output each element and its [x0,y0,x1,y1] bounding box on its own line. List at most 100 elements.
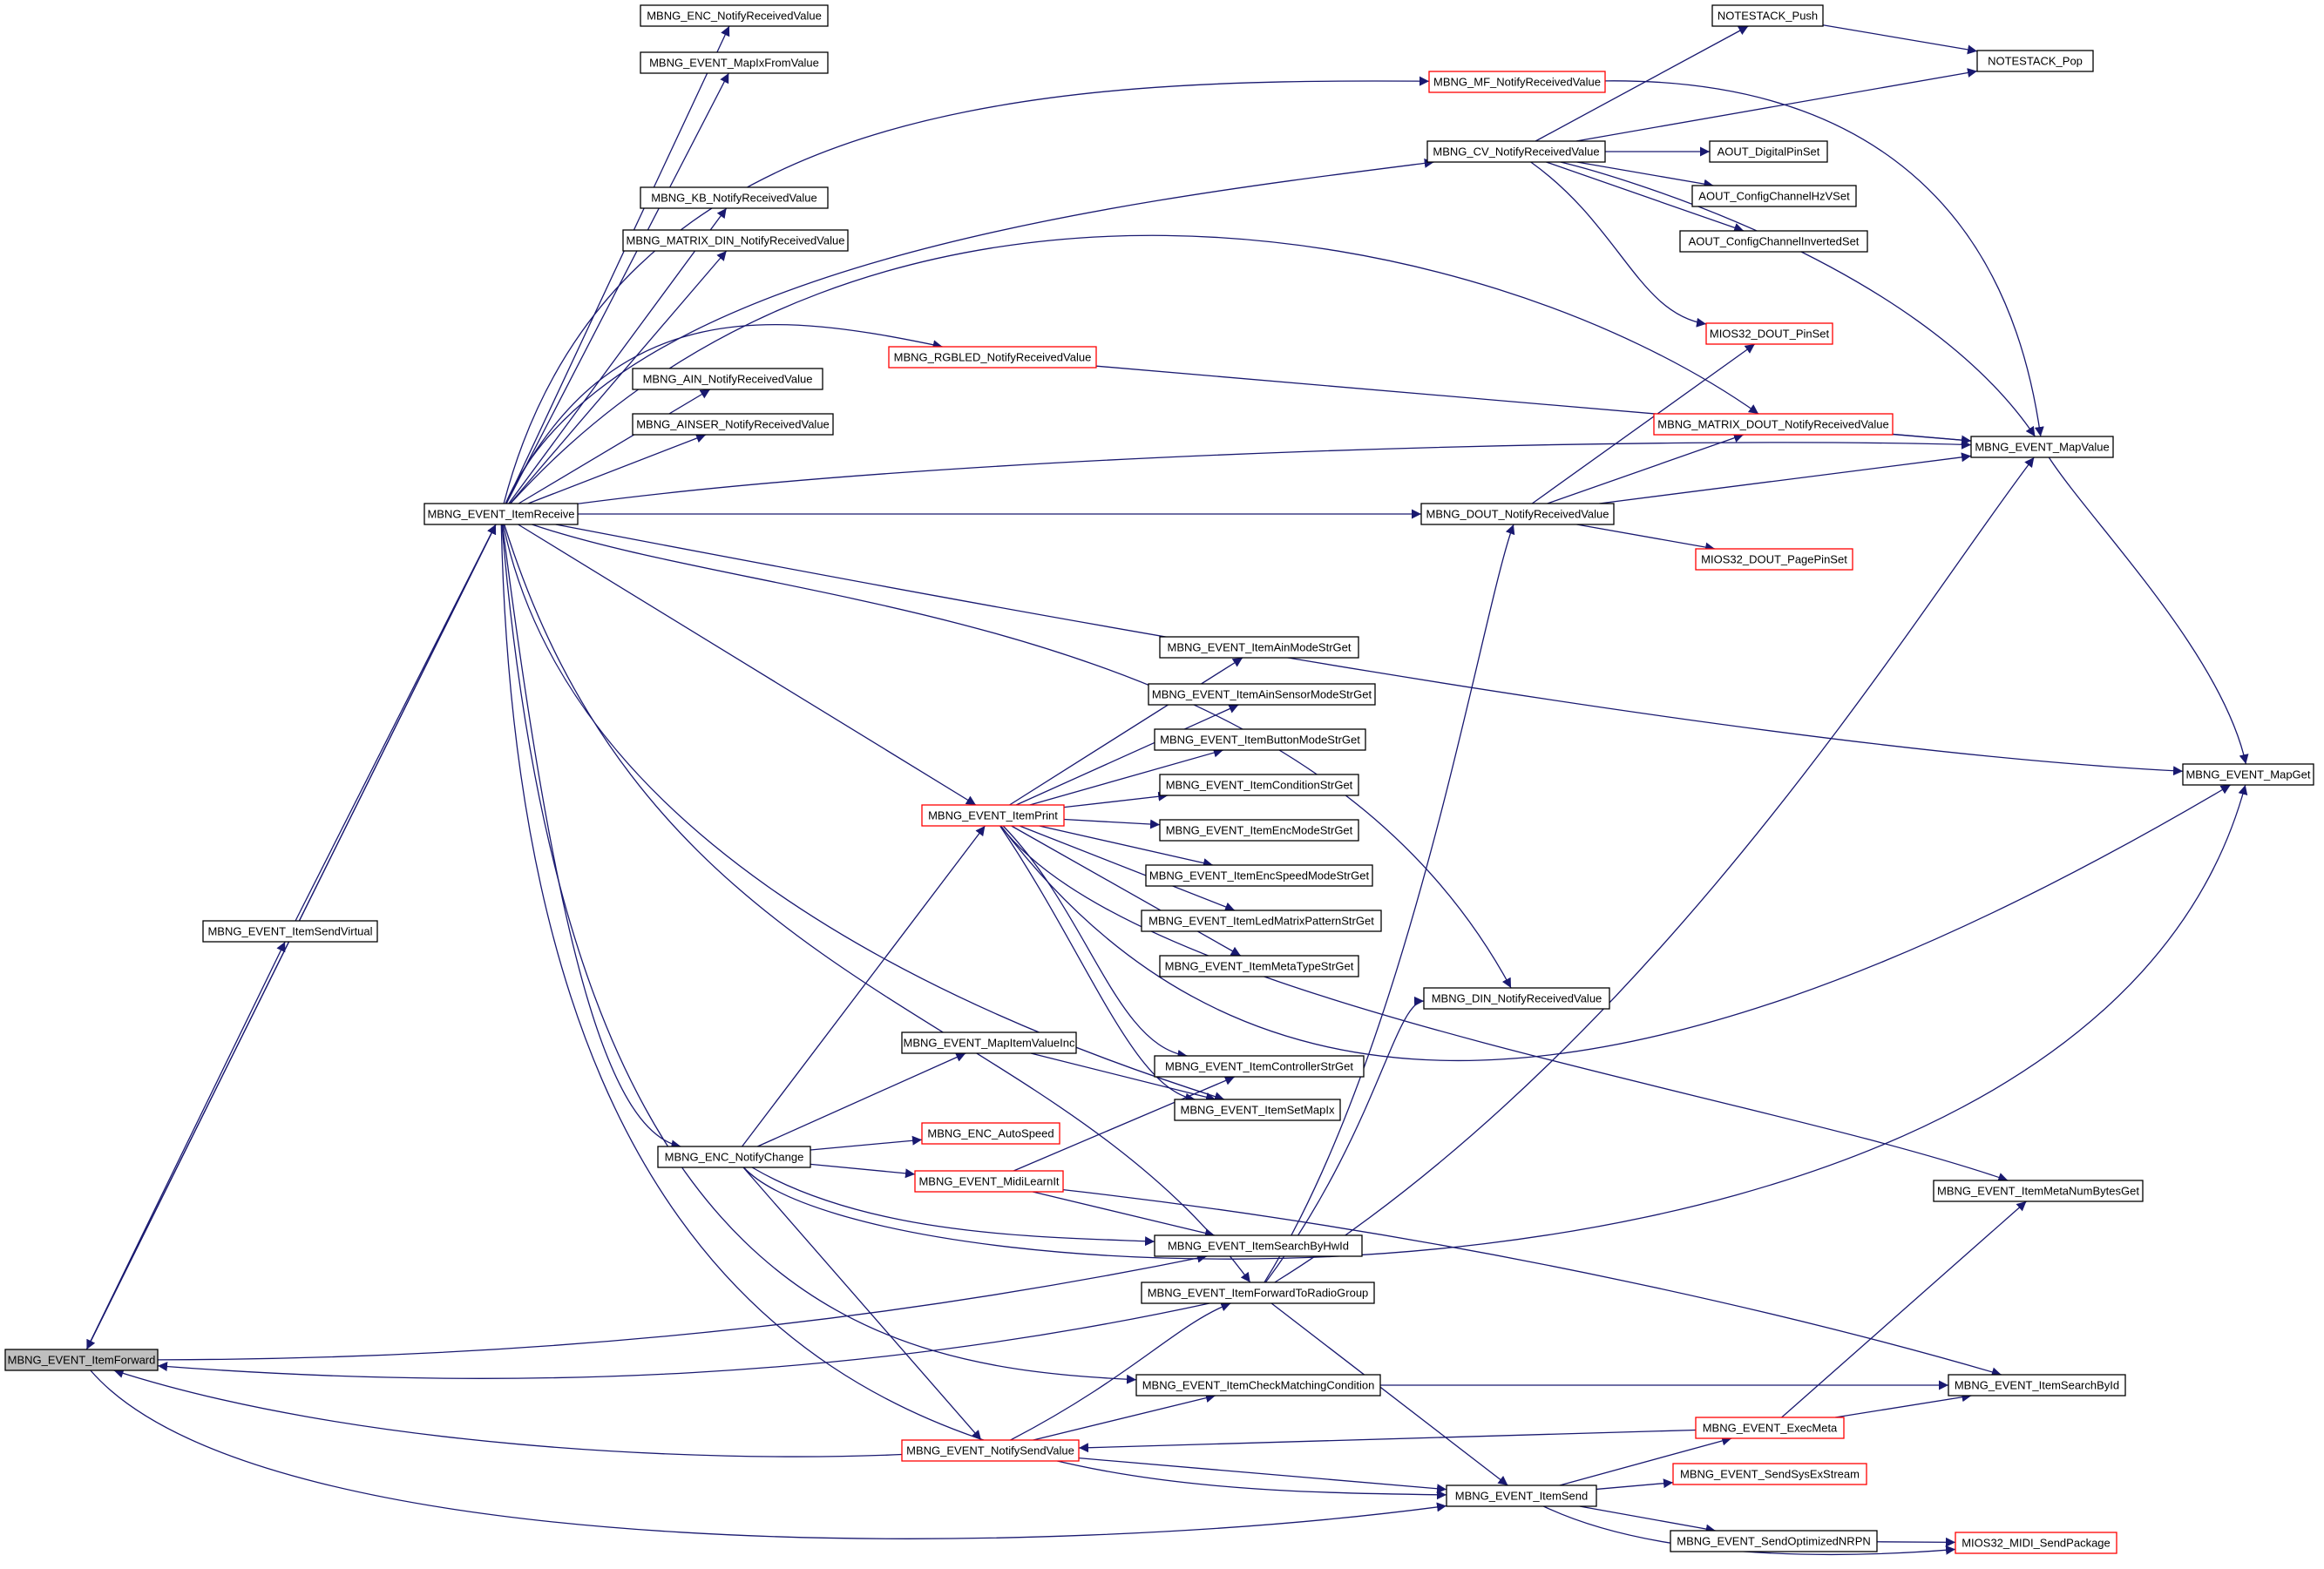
edge-line [1030,1052,1216,1102]
node-itemainsensormodestrget[interactable]: MBNG_EVENT_ItemAinSensorModeStrGet [1148,683,1376,706]
node-aout-digitalpinset[interactable]: AOUT_DigitalPinSet [1709,140,1828,163]
call-edge [1019,825,1236,912]
node-itemcontrollerstrget[interactable]: MBNG_EVENT_ItemControllerStrGet [1154,1055,1365,1078]
call-edge [1078,1429,1697,1453]
node-label: MBNG_EVENT_ItemAinSensorModeStrGet [1152,688,1372,701]
node-cv-notifyreceivedvalue[interactable]: MBNG_CV_NotifyReceivedValue [1426,140,1606,163]
node-midilearnit[interactable]: MBNG_EVENT_MidiLearnIt [914,1170,1064,1193]
node-box [622,229,849,252]
node-aout-configchannelhzvset[interactable]: AOUT_ConfigChannelHzVSet [1691,185,1857,207]
edge-line [1535,25,1749,142]
node-rgbled-notifyreceivedvalue[interactable]: MBNG_RGBLED_NotifyReceivedValue [888,346,1097,369]
call-edge [1078,1457,1447,1494]
node-execmeta[interactable]: MBNG_EVENT_ExecMeta [1695,1417,1845,1439]
node-itemsearchbyid[interactable]: MBNG_EVENT_ItemSearchById [1948,1374,2126,1397]
node-aout-configchannelinvertedset[interactable]: AOUT_ConfigChannelInvertedSet [1679,230,1868,253]
node-kb-notifyreceivedvalue[interactable]: MBNG_KB_NotifyReceivedValue [640,186,829,209]
node-sendoptimizednrpn[interactable]: MBNG_EVENT_SendOptimizedNRPN [1670,1530,1878,1552]
call-edge [1892,433,1972,445]
node-itemprint[interactable]: MBNG_EVENT_ItemPrint [921,804,1065,827]
node-ainser-notifyreceivedvalue[interactable]: MBNG_AINSER_NotifyReceivedValue [632,413,834,436]
node-label: MBNG_EVENT_SendOptimizedNRPN [1677,1535,1871,1548]
edge-line [999,825,1196,1103]
node-sendsysexstream[interactable]: MBNG_EVENT_SendSysExStream [1672,1463,1867,1485]
node-itemreceive[interactable]: MBNG_EVENT_ItemReceive [423,503,579,525]
call-edge [1270,1302,1508,1486]
node-box [2182,763,2314,786]
call-edge [90,1369,1447,1539]
call-edge [810,1163,916,1179]
call-edge [1576,161,1714,189]
edge-line [1599,452,1972,504]
node-box [202,920,378,943]
node-itemsend[interactable]: MBNG_EVENT_ItemSend [1446,1484,1597,1507]
node-enc-notifyreceivedvalue[interactable]: MBNG_ENC_NotifyReceivedValue [640,4,829,27]
edge-line [113,1369,903,1457]
node-label: MBNG_EVENT_ItemPrint [928,809,1058,822]
edge-line [1604,80,2044,437]
node-matrix-dout-notifyreceivedvalue[interactable]: MBNG_MATRIX_DOUT_NotifyReceivedValue [1653,413,1894,436]
node-itemmetatypestrget[interactable]: MBNG_EVENT_ItemMetaTypeStrGet [1159,955,1359,977]
node-itemsetmapix[interactable]: MBNG_EVENT_ItemSetMapIx [1174,1099,1341,1121]
node-itemforwardtoradiogroup[interactable]: MBNG_EVENT_ItemForwardToRadioGroup [1141,1282,1375,1304]
edge-line [90,1369,1447,1539]
call-edge [1876,1537,1956,1547]
call-edge [1032,1191,1216,1238]
node-itemencspeedmodestrget[interactable]: MBNG_EVENT_ItemEncSpeedModeStrGet [1145,864,1373,887]
call-edge [1575,68,1978,142]
call-edge [157,1302,1210,1379]
edge-line [532,524,1512,989]
node-itemainmodestrget[interactable]: MBNG_EVENT_ItemAinModeStrGet [1159,636,1359,659]
call-edge [504,524,1251,1283]
node-mapixfromvalue[interactable]: MBNG_EVENT_MapIxFromValue [640,51,829,74]
node-mapget[interactable]: MBNG_EVENT_MapGet [2182,763,2314,786]
node-itembuttonmodestrget[interactable]: MBNG_EVENT_ItemButtonModeStrGet [1154,728,1366,751]
node-box [1154,728,1366,751]
node-label: MBNG_DIN_NotifyReceivedValue [1432,992,1602,1005]
node-matrix-din-notifyreceivedvalue[interactable]: MBNG_MATRIX_DIN_NotifyReceivedValue [622,229,849,252]
node-itemconditionstrget[interactable]: MBNG_EVENT_ItemConditionStrGet [1159,774,1359,796]
edge-line [1011,825,1242,957]
edge-line [1579,1505,1716,1534]
call-edge [1030,1052,1216,1102]
node-mios32-dout-pagepinset[interactable]: MIOS32_DOUT_PagePinSet [1695,548,1853,571]
node-label: MBNG_EVENT_ItemForwardToRadioGroup [1148,1287,1369,1300]
node-mapvalue[interactable]: MBNG_EVENT_MapValue [1970,436,2114,458]
node-notifysendvalue[interactable]: MBNG_EVENT_NotifySendValue [901,1439,1080,1462]
node-itemforward[interactable]: MBNG_EVENT_ItemForward [4,1349,159,1371]
node-mapitemvalueinc[interactable]: MBNG_EVENT_MapItemValueInc [901,1031,1077,1054]
edge-line [2048,456,2249,765]
edge-line [157,1302,1210,1379]
node-itemledmatrixpatternstrget[interactable]: MBNG_EVENT_ItemLedMatrixPatternStrGet [1141,910,1382,932]
call-edge [500,524,1447,1500]
node-itemsendvirtual[interactable]: MBNG_EVENT_ItemSendVirtual [202,920,378,943]
node-label: MIOS32_MIDI_SendPackage [1962,1537,2111,1550]
edge-line [1264,996,1425,1283]
edge-line [1033,1393,1216,1441]
edge-line [742,1167,982,1441]
call-edge [295,524,497,922]
node-ain-notifyreceivedvalue[interactable]: MBNG_AIN_NotifyReceivedValue [632,368,823,390]
node-itemsearchbyhwid[interactable]: MBNG_EVENT_ItemSearchByHwId [1154,1234,1363,1257]
node-notestack-pop[interactable]: NOTESTACK_Pop [1976,50,2094,72]
node-mios32-dout-pinset[interactable]: MIOS32_DOUT_PinSet [1705,322,1833,345]
node-enc-notifychange[interactable]: MBNG_ENC_NotifyChange [657,1146,811,1168]
node-notestack-push[interactable]: NOTESTACK_Push [1711,4,1824,27]
call-edge [503,76,1430,504]
edge-line [505,25,730,504]
node-itemmetanumbytesget[interactable]: MBNG_EVENT_ItemMetaNumBytesGet [1933,1180,2144,1202]
node-dout-notifyreceivedvalue[interactable]: MBNG_DOUT_NotifyReceivedValue [1420,503,1615,525]
node-din-notifyreceivedvalue[interactable]: MBNG_DIN_NotifyReceivedValue [1423,987,1610,1010]
node-label: MBNG_EVENT_ItemConditionStrGet [1166,779,1353,792]
node-box [921,1122,1060,1145]
node-label: MBNG_EVENT_MidiLearnIt [918,1175,1059,1188]
edge-line [1834,1392,1972,1418]
node-itemencmodestrget[interactable]: MBNG_EVENT_ItemEncModeStrGet [1159,819,1359,842]
edge-line [510,234,1759,504]
node-mios32-midi-sendpackage[interactable]: MIOS32_MIDI_SendPackage [1955,1532,2117,1554]
node-itemcheckmatchingcondition[interactable]: MBNG_EVENT_ItemCheckMatchingCondition [1135,1374,1381,1397]
node-mf-notifyreceivedvalue[interactable]: MBNG_MF_NotifyReceivedValue [1428,71,1606,93]
call-edge [1264,996,1425,1283]
call-edge [508,207,728,504]
node-enc-autospeed[interactable]: MBNG_ENC_AutoSpeed [921,1122,1060,1145]
